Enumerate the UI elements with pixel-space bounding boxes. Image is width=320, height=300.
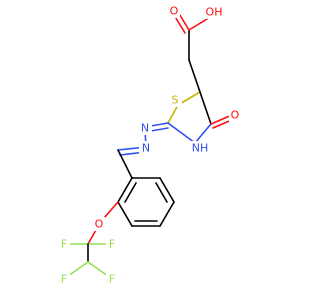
bond-ar6-inner <box>124 182 137 203</box>
molecule-structure: OH O O S NH N N O F F F F <box>58 4 241 286</box>
bond-ar6 <box>117 177 133 203</box>
bond-ar3 <box>159 201 175 227</box>
label-acid-o: O <box>170 5 179 18</box>
bond-ar5 <box>117 201 133 227</box>
bond-ar2 <box>159 177 175 203</box>
bond-c4-nh <box>194 123 212 144</box>
label-acid-oh: OH <box>206 6 223 19</box>
label-f4: F <box>109 273 115 286</box>
bond-nh-c2 <box>167 122 196 144</box>
label-ring-s: S <box>172 94 179 107</box>
label-ring-nh: NH <box>192 142 209 155</box>
bond-ar-o <box>103 201 119 219</box>
atom-labels: OH O O S NH N N O F F F F <box>58 4 241 286</box>
bond-ar2-inner <box>155 182 168 203</box>
bond-ch-ring <box>117 149 133 179</box>
label-ether-o: O <box>95 218 104 231</box>
bond-s-c2 <box>167 104 179 124</box>
bond-c5-c4 <box>199 91 212 125</box>
bond-o-cf2 <box>87 229 97 245</box>
label-hydrazone-n2: N <box>142 142 150 155</box>
label-f1: F <box>61 238 67 251</box>
bond-ch2-c5 <box>188 59 201 93</box>
bond-c-f3 <box>67 261 89 277</box>
label-f3: F <box>61 273 67 286</box>
label-f2: F <box>109 238 115 251</box>
label-ketone-o: O <box>231 109 240 122</box>
label-hydrazone-n1: N <box>141 122 149 135</box>
bond-c-f4 <box>87 261 109 277</box>
bond-c4-o-a <box>210 114 233 125</box>
